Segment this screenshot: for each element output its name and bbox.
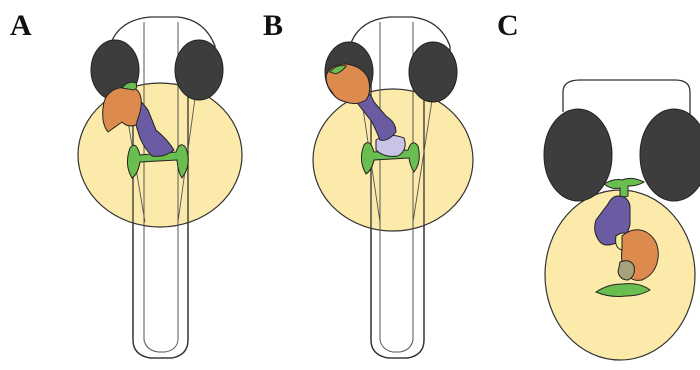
embryo-b [313,17,473,358]
right-eye-b [409,42,457,102]
embryo-c [544,80,700,360]
left-eye-c [544,109,612,201]
right-eye-a [175,40,223,100]
right-eye-c [640,109,700,201]
yolk-sac-b [313,89,473,231]
bulb-c [618,261,634,280]
embryo-a [78,17,242,358]
